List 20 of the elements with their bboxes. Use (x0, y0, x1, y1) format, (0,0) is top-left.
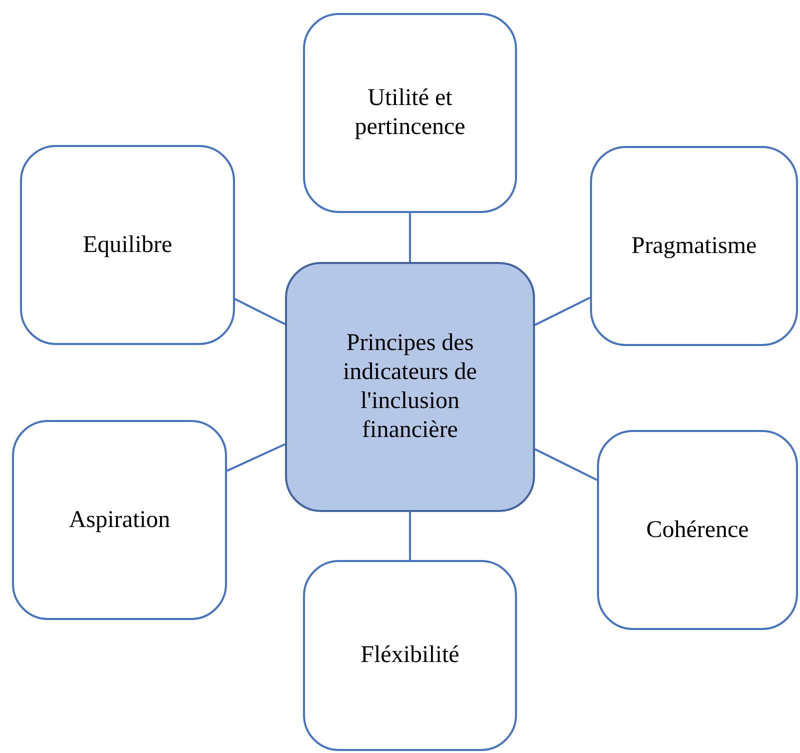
box-label: Aspiration (68, 506, 172, 534)
principle-box (303, 13, 517, 213)
principle-box (12, 420, 227, 620)
principle-box (597, 430, 798, 630)
box-label: Principes des indicateurs de l'inclusion financière (342, 329, 478, 445)
box-label: Pragmatisme (630, 232, 758, 260)
connector-line (409, 213, 411, 262)
box-label: Fléxibilité (360, 641, 460, 670)
principle-box (303, 560, 517, 751)
connector-line (234, 298, 286, 326)
box-label: Equilibre (82, 230, 174, 260)
connector-line (534, 296, 590, 326)
box-label: Cohérence (645, 516, 750, 544)
connector-line (409, 512, 411, 560)
principle-box (590, 146, 798, 346)
central-box (285, 262, 535, 512)
box-label: Utilité et pertincence (354, 84, 466, 142)
connector-line (534, 448, 598, 481)
principle-box (20, 145, 235, 345)
connector-line (226, 443, 286, 472)
